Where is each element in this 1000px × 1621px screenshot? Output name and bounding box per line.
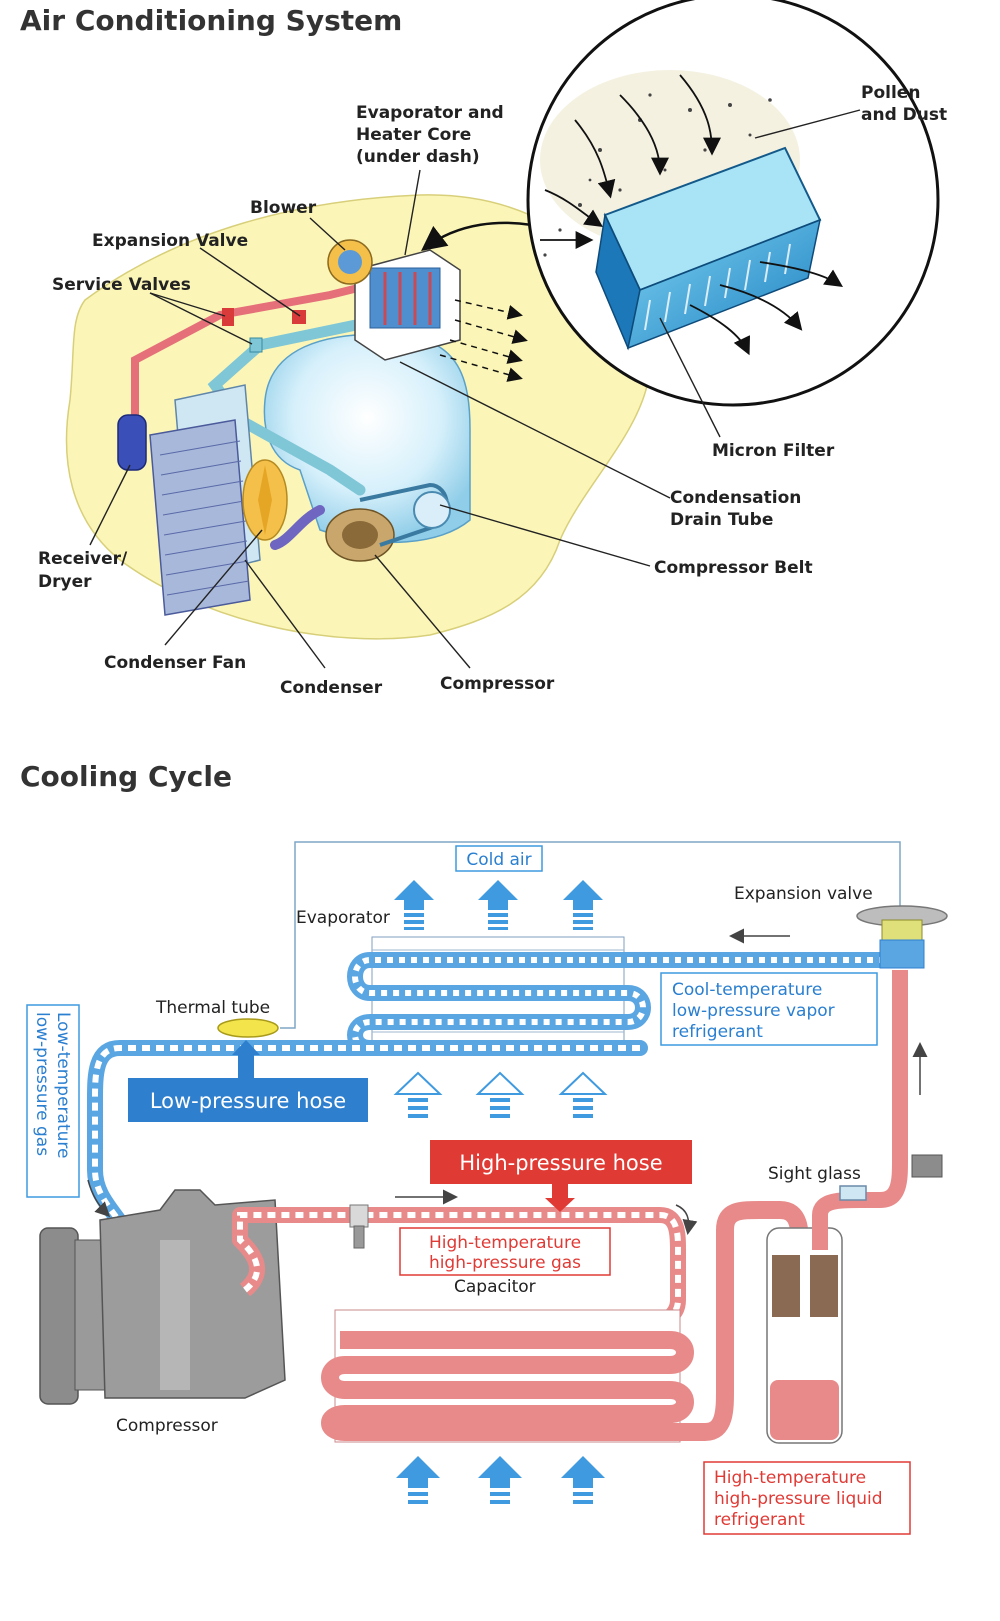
label-sight-glass: Sight glass bbox=[768, 1164, 861, 1184]
section-title-ac-system: Air Conditioning System bbox=[20, 4, 403, 37]
label-high-gas-2: high-pressure gas bbox=[429, 1253, 581, 1273]
label-drain-2: Drain Tube bbox=[670, 510, 773, 530]
airflow-arrows bbox=[439, 299, 528, 382]
label-expansion-valve: Expansion Valve bbox=[92, 231, 248, 251]
label-pollen-1: Pollen bbox=[861, 83, 920, 103]
expansion-valve-unit bbox=[856, 905, 948, 969]
label-receiver-2: Dryer bbox=[38, 572, 92, 592]
condenser-hose bbox=[270, 505, 325, 550]
label-condenser-fan: Condenser Fan bbox=[104, 653, 246, 673]
label-evaporator-1: Evaporator and bbox=[356, 103, 504, 123]
label-cool-2: low-pressure vapor bbox=[672, 1001, 835, 1021]
label-expansion-valve: Expansion valve bbox=[734, 884, 873, 904]
sight-glass bbox=[839, 1185, 867, 1201]
label-cool-3: refrigerant bbox=[672, 1022, 763, 1042]
micron-filter-detail bbox=[526, 0, 940, 407]
service-valve-1 bbox=[222, 308, 234, 326]
high-pressure-liquid-line bbox=[812, 970, 908, 1250]
thermal-tube bbox=[217, 1018, 279, 1038]
service-valve-2 bbox=[249, 337, 263, 353]
condenser-core bbox=[149, 419, 251, 616]
capacitor-air-arrows bbox=[396, 1456, 605, 1504]
ac-system-diagram: Evaporator and Heater Core (under dash) … bbox=[38, 0, 947, 698]
leader-lines bbox=[89, 109, 861, 669]
evaporator-heater-box bbox=[354, 249, 461, 361]
compressor-unit bbox=[325, 508, 395, 562]
intake-air-arrows bbox=[393, 1071, 608, 1095]
label-compressor-belt: Compressor Belt bbox=[654, 558, 813, 578]
receiver-tank bbox=[766, 1227, 843, 1444]
label-low-gas-2: low-pressure gas bbox=[32, 1012, 52, 1156]
condenser-fan bbox=[242, 459, 288, 541]
pressure-switch bbox=[911, 1154, 943, 1178]
label-receiver-1: Receiver/ bbox=[38, 549, 128, 569]
label-pollen-2: and Dust bbox=[861, 105, 947, 125]
capacitor-coil bbox=[321, 1201, 809, 1441]
label-high-liquid-3: refrigerant bbox=[714, 1510, 805, 1530]
label-blower: Blower bbox=[250, 198, 317, 218]
label-high-pressure-hose: High-pressure hose bbox=[459, 1151, 662, 1175]
section-title-cooling-cycle: Cooling Cycle bbox=[20, 760, 232, 793]
receiver-dryer bbox=[117, 414, 147, 471]
evaporator-fin-lines bbox=[372, 949, 624, 1033]
ac-system-labels: Evaporator and Heater Core (under dash) … bbox=[38, 83, 947, 698]
label-low-gas-1: Low-temperature bbox=[53, 1012, 73, 1158]
label-compressor: Compressor bbox=[440, 674, 555, 694]
label-high-liquid-2: high-pressure liquid bbox=[714, 1489, 883, 1509]
flow-arrow-compressor bbox=[87, 1179, 111, 1218]
sensing-line bbox=[280, 841, 901, 1029]
label-service-valves: Service Valves bbox=[52, 275, 191, 295]
label-capacitor: Capacitor bbox=[454, 1277, 536, 1297]
label-evaporator-3: (under dash) bbox=[356, 147, 480, 167]
label-cool-1: Cool-temperature bbox=[672, 980, 822, 1000]
label-evaporator: Evaporator bbox=[296, 908, 390, 928]
label-high-gas-1: High-temperature bbox=[429, 1233, 581, 1253]
low-pressure-hose-callout: Low-pressure hose bbox=[128, 1040, 368, 1122]
label-drain-1: Condensation bbox=[670, 488, 801, 508]
label-cold-air: Cold air bbox=[466, 850, 531, 870]
cold-air-arrows bbox=[394, 880, 603, 930]
high-pressure-hose-callout: High-pressure hose bbox=[430, 1140, 692, 1212]
label-evaporator-2: Heater Core bbox=[356, 125, 471, 145]
label-thermal-tube: Thermal tube bbox=[155, 998, 270, 1018]
service-port bbox=[349, 1204, 369, 1228]
blower-fan bbox=[327, 239, 373, 285]
label-condenser: Condenser bbox=[280, 678, 383, 698]
flow-arrow-turn bbox=[675, 1204, 698, 1235]
label-compressor: Compressor bbox=[116, 1416, 218, 1436]
label-low-pressure-hose: Low-pressure hose bbox=[150, 1089, 346, 1113]
engine-block bbox=[263, 333, 471, 544]
label-high-liquid-1: High-temperature bbox=[714, 1468, 866, 1488]
label-micron-filter: Micron Filter bbox=[712, 441, 835, 461]
